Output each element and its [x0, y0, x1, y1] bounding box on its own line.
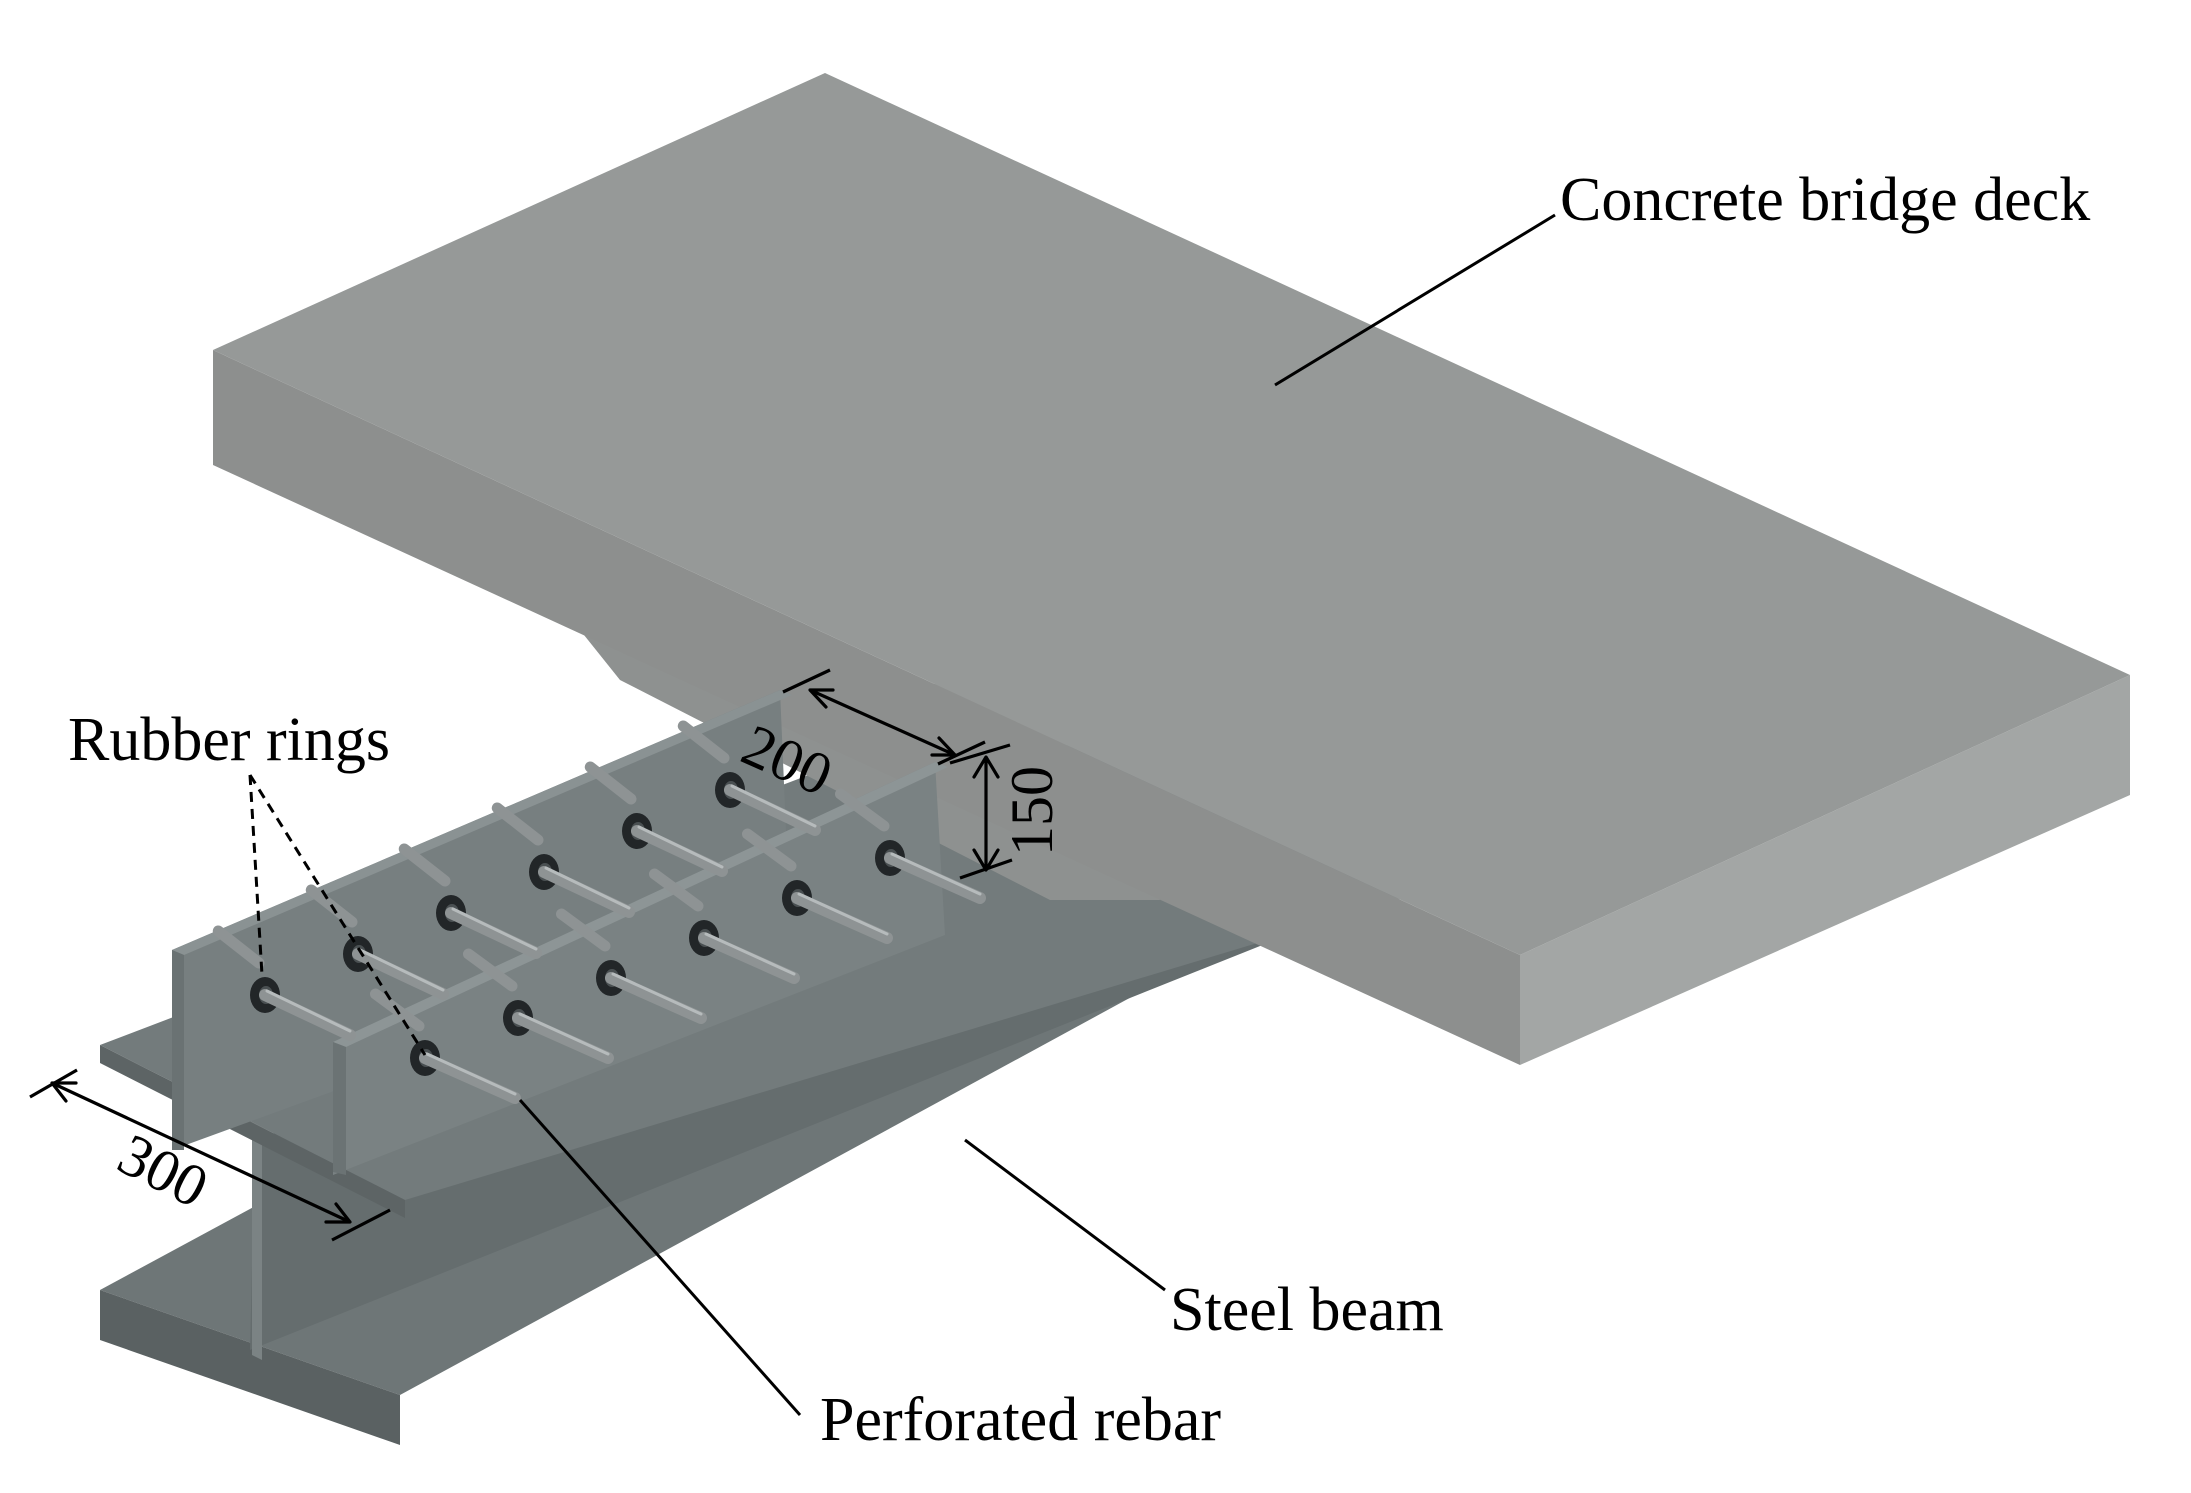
concrete-bridge-deck — [213, 73, 2130, 1065]
front-rebar-highlight-1 — [425, 1052, 517, 1096]
label-steel-beam: Steel beam — [1170, 1276, 1444, 1344]
front-rebar-back-4 — [649, 868, 704, 912]
rib-front-top — [333, 762, 948, 1047]
deck-side-face — [1520, 675, 2130, 1065]
dim-150-ext-top — [949, 743, 1011, 765]
front-rebar-highlight-4 — [704, 932, 796, 976]
back-rebar-back-3 — [398, 843, 451, 887]
back-rebar-5 — [631, 825, 728, 877]
rib-back-end — [172, 950, 184, 1150]
front-rebar-back-2 — [463, 948, 518, 992]
back-rebar-highlight-1 — [265, 989, 352, 1033]
rebars-back-row — [212, 720, 821, 1041]
label-perforated-rebar: Perforated rebar — [820, 1386, 1221, 1454]
callout-perforated-rebar: Perforated rebar — [518, 1099, 1221, 1454]
front-rebar-highlight-3 — [611, 972, 703, 1016]
front-rebar-back-6 — [835, 788, 890, 832]
back-rebar-back-1 — [212, 925, 265, 969]
leader-rebar — [518, 1099, 802, 1416]
dim-200-ext-right — [937, 740, 986, 766]
deck-top-face — [213, 73, 2130, 955]
leader-beam — [964, 1138, 1166, 1292]
dimension-150: 150 — [949, 743, 1065, 880]
rib-back-face — [172, 690, 790, 1150]
label-concrete-bridge-deck: Concrete bridge deck — [1560, 166, 2090, 234]
front-rebar-highlight-6 — [890, 852, 982, 896]
front-rebar-5 — [791, 892, 893, 944]
rib-back-top — [172, 690, 792, 955]
dim-150-arrow-bottom — [972, 848, 1000, 872]
back-rebar-1 — [259, 989, 356, 1041]
dim-150-arrow-top — [972, 755, 1000, 779]
back-rebar-4 — [538, 866, 635, 918]
dim-200-ext-left — [782, 668, 831, 694]
rebars-front-row — [370, 788, 986, 1104]
front-rebar-4 — [698, 932, 800, 984]
back-rebar-2 — [352, 948, 449, 1000]
back-rebar-highlight-6 — [730, 784, 817, 828]
back-rebar-highlight-3 — [451, 907, 538, 951]
front-rebar-1 — [419, 1052, 521, 1104]
front-rebar-highlight-2 — [518, 1012, 610, 1056]
perforated-ribs — [172, 690, 948, 1175]
back-rebar-3 — [445, 907, 542, 959]
web-end-face — [252, 1140, 262, 1360]
back-rebar-highlight-5 — [637, 825, 724, 869]
callout-steel-beam: Steel beam — [964, 1138, 1444, 1344]
callout-concrete-bridge-deck: Concrete bridge deck — [1274, 166, 2090, 387]
deck-front-face — [213, 350, 1520, 1065]
front-rebar-6 — [884, 852, 986, 904]
rib-front-end — [333, 1042, 346, 1175]
front-rebar-2 — [512, 1012, 614, 1064]
dim-300-arrow-right — [324, 1202, 352, 1224]
back-rebar-back-5 — [584, 761, 637, 805]
dim-150-text: 150 — [999, 766, 1065, 856]
dim-300-ext-right — [331, 1208, 391, 1242]
back-rebar-back-6 — [677, 720, 730, 764]
dim-200-arrow-right — [930, 736, 957, 757]
dim-200-line — [809, 688, 956, 757]
back-rebar-6 — [724, 784, 821, 836]
front-rebar-back-5 — [742, 828, 797, 872]
callout-rubber-rings: Rubber rings — [68, 706, 427, 1056]
leader-rings-2 — [248, 774, 427, 1056]
front-rebar-highlight-5 — [797, 892, 889, 936]
dim-200-arrow-left — [808, 688, 835, 709]
dim-300-line — [51, 1081, 351, 1224]
front-rebar-back-3 — [556, 908, 611, 952]
back-rebar-highlight-4 — [544, 866, 631, 910]
label-rubber-rings: Rubber rings — [68, 706, 390, 774]
back-rebar-highlight-2 — [358, 948, 445, 992]
bottom-flange-edge — [100, 1290, 400, 1445]
front-rebar-3 — [605, 972, 707, 1024]
leader-deck — [1274, 213, 1556, 387]
dim-300-arrow-left — [50, 1081, 78, 1103]
back-rebar-back-4 — [491, 802, 544, 846]
